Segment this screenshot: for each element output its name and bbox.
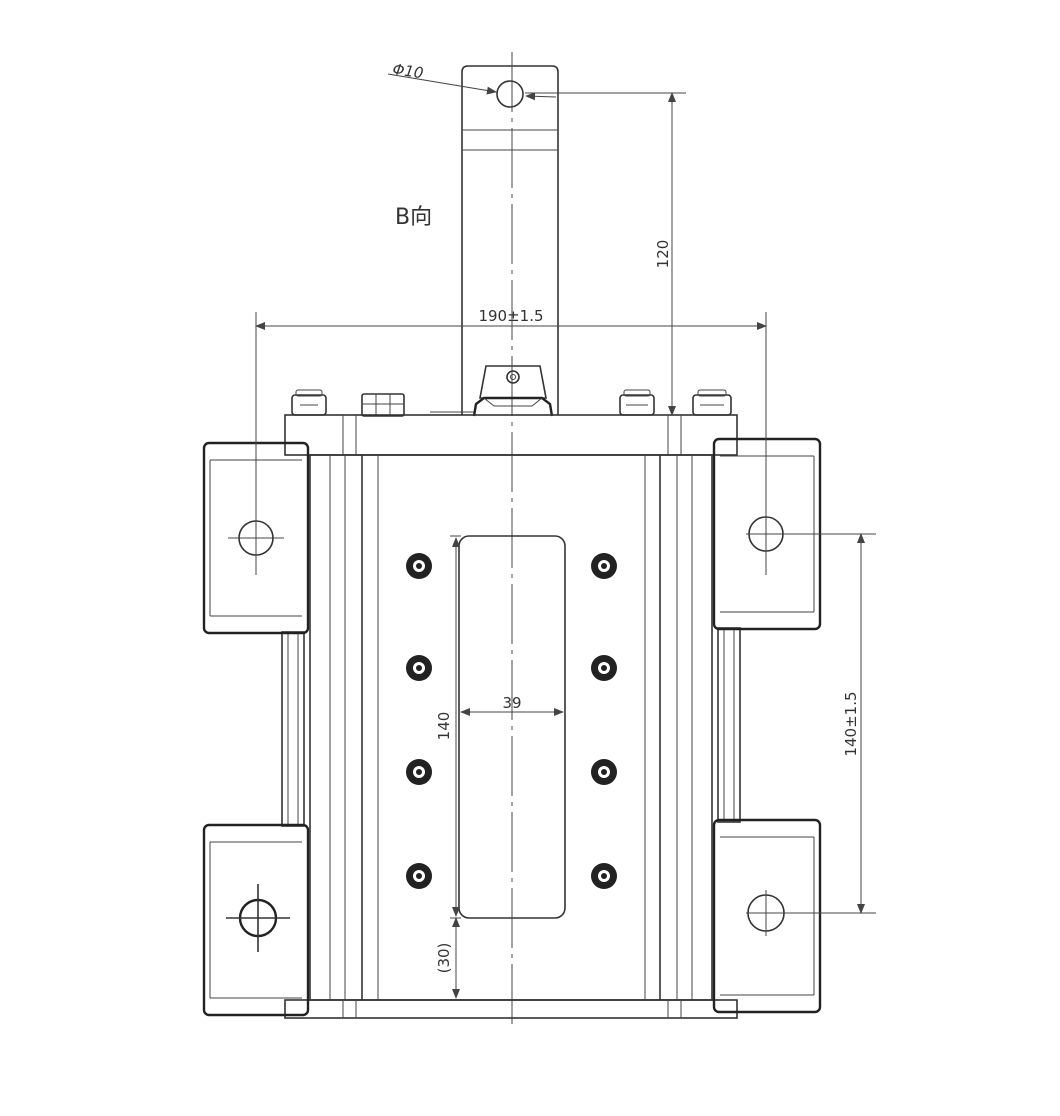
terminal-hole [496, 80, 524, 108]
screw [406, 553, 432, 579]
screw [591, 759, 617, 785]
window-width-label: 39 [502, 694, 521, 712]
terminal-height-label: 120 [654, 240, 672, 269]
screw [406, 863, 432, 889]
screw [591, 655, 617, 681]
mount-bracket-bottom-right [712, 818, 822, 1014]
hole-diameter-label: Φ10 [391, 60, 424, 82]
screw [406, 759, 432, 785]
top-fittings [291, 365, 732, 417]
mount-pitch-label: 140±1.5 [842, 691, 860, 756]
screw-row [406, 553, 617, 889]
dimension-lines [255, 73, 876, 999]
view-label: B向 [395, 205, 432, 230]
window-height-label: 140 [435, 712, 453, 741]
screw [591, 553, 617, 579]
mount-bracket-bottom-left [202, 823, 310, 1017]
terminal-tab [461, 65, 559, 415]
side-bars [281, 627, 741, 827]
main-body [284, 414, 738, 1019]
mount-width-label: 190±1.5 [478, 307, 543, 325]
window-offset-label: (30) [435, 943, 453, 974]
screw [406, 655, 432, 681]
screw [591, 863, 617, 889]
